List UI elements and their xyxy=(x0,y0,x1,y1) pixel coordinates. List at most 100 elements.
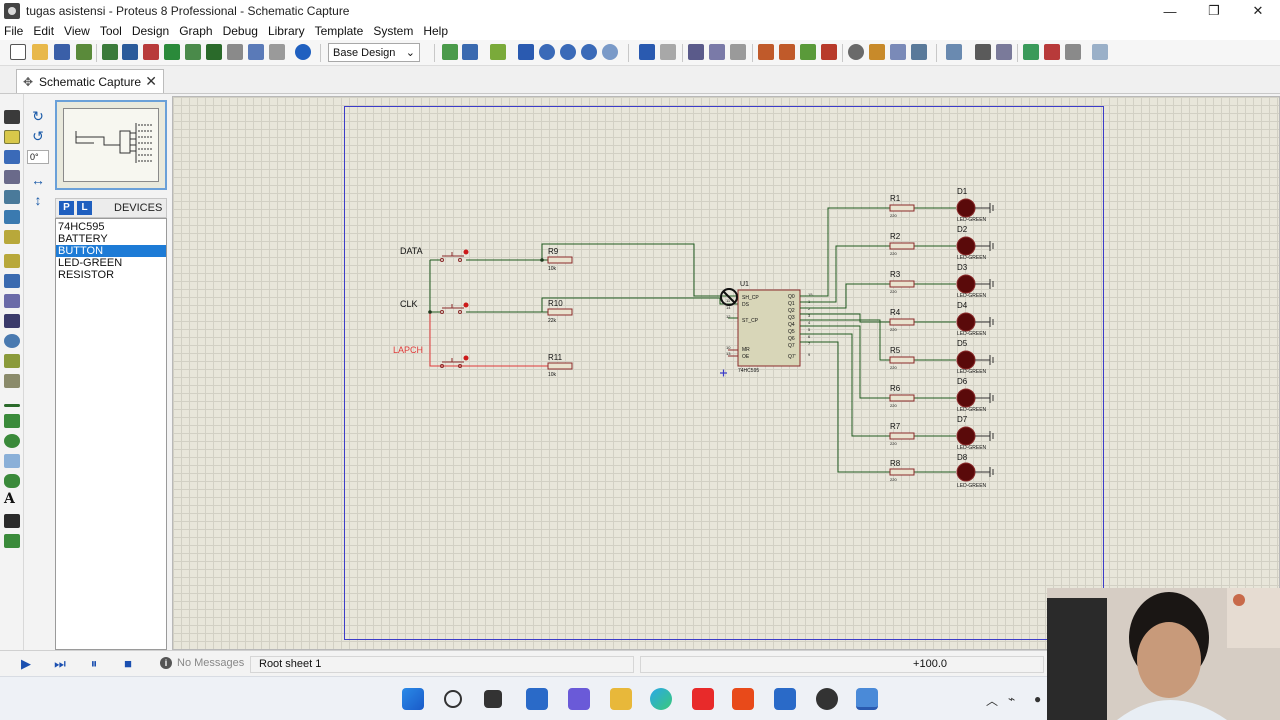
file-explorer-icon[interactable] xyxy=(610,688,632,710)
list-item[interactable]: 74HC595 xyxy=(58,221,105,233)
menu-file[interactable]: File xyxy=(4,24,24,38)
network-icon[interactable]: ⌁ xyxy=(1008,692,1016,706)
chrome-icon[interactable] xyxy=(816,688,838,710)
home-icon[interactable] xyxy=(102,44,118,60)
menu-library[interactable]: Library xyxy=(267,24,305,38)
graph-mode-icon[interactable] xyxy=(4,294,20,308)
edge-browser-icon[interactable] xyxy=(650,688,672,710)
menu-design[interactable]: Design xyxy=(131,24,170,38)
decompose-icon[interactable] xyxy=(911,44,927,60)
widgets-icon[interactable] xyxy=(526,688,548,710)
netlist-icon[interactable] xyxy=(1092,44,1108,60)
pick-from-library-button[interactable]: P xyxy=(59,201,74,215)
search-icon[interactable] xyxy=(444,690,462,708)
line-icon[interactable] xyxy=(4,404,20,407)
block-copy-icon[interactable] xyxy=(758,44,774,60)
office-icon[interactable] xyxy=(732,688,754,710)
pcb-icon[interactable] xyxy=(143,44,159,60)
library-manager-button[interactable]: L xyxy=(77,201,92,215)
import-icon[interactable] xyxy=(76,44,92,60)
generator-icon[interactable] xyxy=(4,334,20,348)
voltage-probe-icon[interactable] xyxy=(4,354,20,368)
close-tab-icon[interactable]: ✕ xyxy=(145,73,157,89)
cut-icon[interactable] xyxy=(688,44,704,60)
step-simulation-icon[interactable]: ⏭ xyxy=(54,656,66,671)
refresh-icon[interactable] xyxy=(442,44,458,60)
message-status[interactable]: i No Messages xyxy=(160,657,244,669)
pick-device-icon[interactable] xyxy=(848,44,864,60)
device-pins-icon[interactable] xyxy=(4,274,20,288)
overview-window[interactable] xyxy=(55,100,167,190)
block-move-icon[interactable] xyxy=(779,44,795,60)
list-item[interactable]: BATTERY xyxy=(58,233,108,245)
circle-icon[interactable] xyxy=(4,434,20,448)
terminals-icon[interactable] xyxy=(4,254,20,268)
pause-simulation-icon[interactable]: ⏸ xyxy=(90,656,98,671)
packaging-tool-icon[interactable] xyxy=(890,44,906,60)
play-simulation-icon[interactable]: ▶ xyxy=(21,656,31,671)
menu-system[interactable]: System xyxy=(373,24,414,38)
redo-icon[interactable] xyxy=(660,44,676,60)
mirror-vertical-icon[interactable]: ↕ xyxy=(34,192,42,208)
path-icon[interactable] xyxy=(4,474,20,488)
start-menu-icon[interactable] xyxy=(402,688,424,710)
text-script-icon[interactable] xyxy=(4,190,20,204)
zoom-out-icon[interactable] xyxy=(560,44,576,60)
box-icon[interactable] xyxy=(4,414,20,428)
zoom-in-icon[interactable] xyxy=(539,44,555,60)
open-folder-icon[interactable] xyxy=(32,44,48,60)
tab-schematic-capture[interactable]: ✥ Schematic Capture ✕ xyxy=(16,69,164,93)
rotation-angle-input[interactable]: 0° xyxy=(27,150,49,164)
wire-autorouter-icon[interactable] xyxy=(946,44,962,60)
selection-mode-icon[interactable] xyxy=(4,110,20,124)
3d-view-icon[interactable] xyxy=(164,44,180,60)
pan-icon[interactable] xyxy=(518,44,534,60)
copy-icon[interactable] xyxy=(709,44,725,60)
notes-icon[interactable] xyxy=(269,44,285,60)
list-item[interactable]: RESISTOR xyxy=(58,269,115,281)
chevron-up-icon[interactable]: ︿ xyxy=(986,694,999,708)
zoom-all-icon[interactable] xyxy=(581,44,597,60)
menu-graph[interactable]: Graph xyxy=(179,24,213,38)
list-item-selected[interactable]: BUTTON xyxy=(56,245,166,257)
close-window-button[interactable]: ✕ xyxy=(1252,3,1264,18)
subcircuit-icon[interactable] xyxy=(4,230,20,244)
stop-simulation-icon[interactable]: ■ xyxy=(124,656,132,671)
menu-template[interactable]: Template xyxy=(314,24,364,38)
help-icon[interactable] xyxy=(295,44,311,60)
minimize-button[interactable]: — xyxy=(1163,3,1177,19)
origin-icon[interactable] xyxy=(490,44,506,60)
new-file-icon[interactable] xyxy=(10,44,26,60)
remove-sheet-icon[interactable] xyxy=(1044,44,1060,60)
teams-chat-icon[interactable] xyxy=(568,688,590,710)
marker-icon[interactable] xyxy=(4,534,20,548)
rotate-clockwise-icon[interactable]: ↻ xyxy=(32,108,44,124)
store-icon[interactable] xyxy=(774,688,796,710)
component-mode-icon[interactable] xyxy=(4,130,20,144)
make-device-icon[interactable] xyxy=(869,44,885,60)
buses-icon[interactable] xyxy=(4,210,20,224)
new-sheet-icon[interactable] xyxy=(1023,44,1039,60)
menu-view[interactable]: View xyxy=(64,24,90,38)
tape-recorder-icon[interactable] xyxy=(4,314,20,328)
property-assignment-icon[interactable] xyxy=(996,44,1012,60)
microphone-icon[interactable]: ● xyxy=(1034,692,1042,706)
block-rotate-icon[interactable] xyxy=(800,44,816,60)
list-item[interactable]: LED-GREEN xyxy=(58,257,123,269)
exit-to-parent-icon[interactable] xyxy=(1065,44,1081,60)
junction-dot-icon[interactable] xyxy=(4,150,20,164)
undo-icon[interactable] xyxy=(639,44,655,60)
youtube-icon[interactable] xyxy=(692,688,714,710)
virtual-instruments-icon[interactable] xyxy=(4,374,20,388)
wire-label-icon[interactable] xyxy=(4,170,20,184)
paste-icon[interactable] xyxy=(730,44,746,60)
grid-icon[interactable] xyxy=(462,44,478,60)
gerber-icon[interactable] xyxy=(185,44,201,60)
text-tool-icon[interactable]: A xyxy=(4,491,15,507)
task-view-icon[interactable] xyxy=(484,690,502,708)
proteus-taskbar-icon[interactable] xyxy=(856,688,878,710)
menu-edit[interactable]: Edit xyxy=(33,24,55,38)
maximize-button[interactable]: ❐ xyxy=(1208,3,1220,18)
design-variant-select[interactable]: Base Design ⌄ xyxy=(328,43,420,62)
schematic-icon[interactable] xyxy=(122,44,138,60)
